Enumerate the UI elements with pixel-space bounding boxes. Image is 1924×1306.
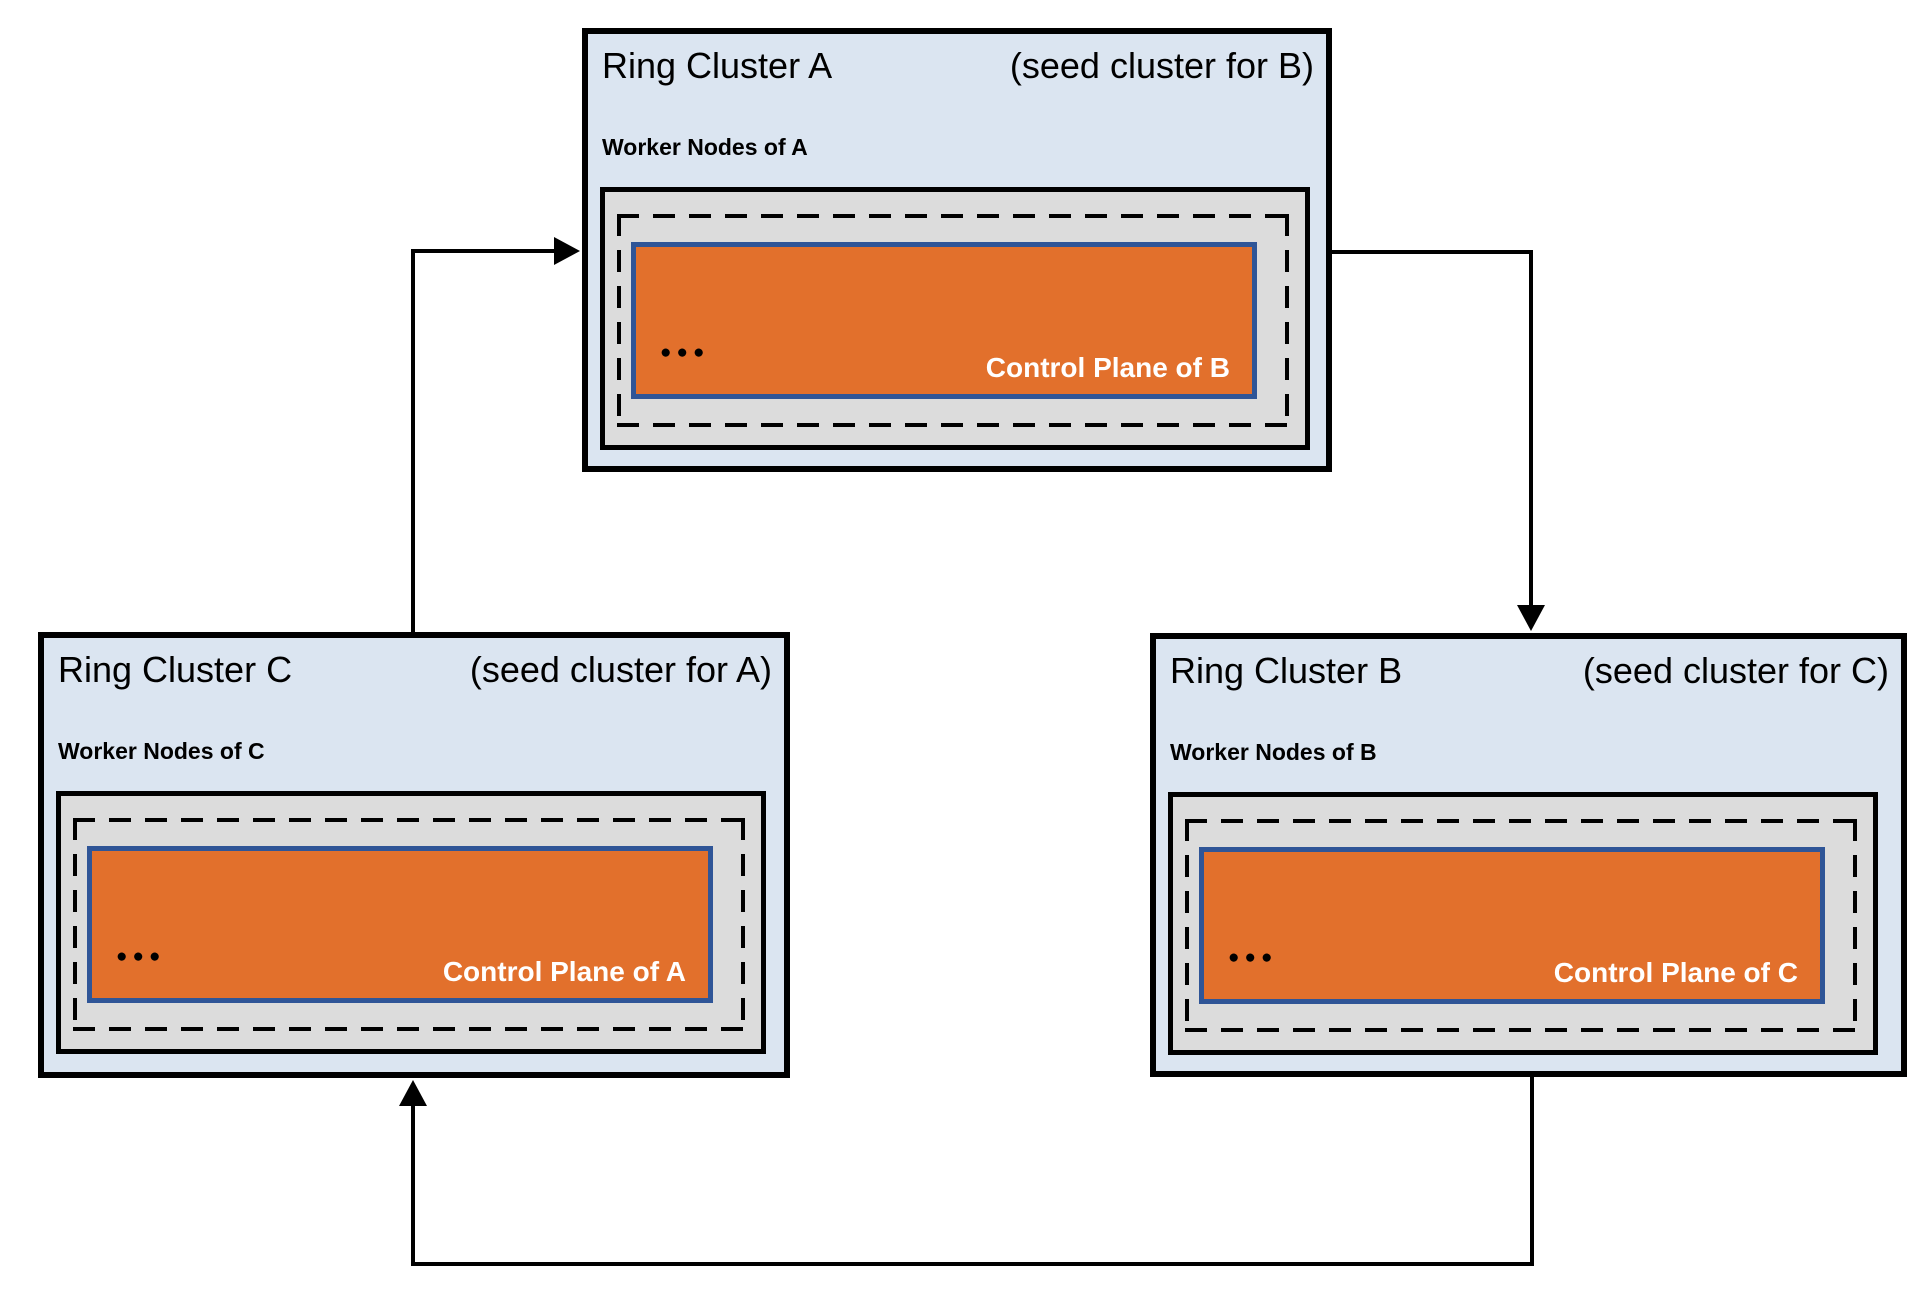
cluster-c-title: Ring Cluster C — [58, 649, 293, 690]
cluster-a-title: Ring Cluster A — [602, 45, 833, 86]
cluster-c-worker-nodes-box: ●●● Control Plane of A — [56, 791, 766, 1054]
cluster-c-control-plane-label: Control Plane of A — [442, 955, 686, 987]
ellipsis-dots: ●●● — [660, 342, 710, 363]
cluster-b-dashed-boundary: ●●● Control Plane of C — [1185, 819, 1857, 1032]
cluster-c: Ring Cluster C (seed cluster for A) Work… — [38, 632, 790, 1078]
cluster-b-control-plane-box: ●●● Control Plane of C — [1199, 847, 1825, 1004]
arrow-b-to-c-icon — [399, 1077, 1534, 1266]
cluster-b-worker-nodes-box: ●●● Control Plane of C — [1168, 792, 1878, 1055]
arrow-c-to-a-icon — [411, 237, 580, 632]
cluster-a-control-plane-label: Control Plane of B — [985, 351, 1230, 383]
cluster-a-seed-note: (seed cluster for B) — [1009, 45, 1314, 86]
cluster-a-worker-nodes-label: Worker Nodes of A — [602, 134, 808, 160]
cluster-a-title-row: Ring Cluster A (seed cluster for B) — [602, 44, 1314, 88]
cluster-a-worker-nodes-box: ●●● Control Plane of B — [600, 187, 1310, 450]
cluster-a: Ring Cluster A (seed cluster for B) Work… — [582, 28, 1332, 472]
cluster-b: Ring Cluster B (seed cluster for C) Work… — [1150, 633, 1907, 1077]
cluster-b-title-row: Ring Cluster B (seed cluster for C) — [1170, 649, 1889, 693]
arrow-a-to-b-icon — [1332, 250, 1545, 631]
cluster-c-dashed-boundary: ●●● Control Plane of A — [73, 818, 745, 1031]
cluster-a-dashed-boundary: ●●● Control Plane of B — [617, 214, 1289, 427]
ellipsis-dots: ●●● — [116, 946, 166, 967]
cluster-c-worker-nodes-label: Worker Nodes of C — [58, 738, 265, 764]
cluster-c-control-plane-box: ●●● Control Plane of A — [87, 846, 713, 1003]
cluster-b-title: Ring Cluster B — [1170, 650, 1403, 691]
cluster-b-control-plane-label: Control Plane of C — [1553, 956, 1798, 988]
cluster-c-seed-note: (seed cluster for A) — [469, 649, 772, 690]
cluster-b-seed-note: (seed cluster for C) — [1582, 650, 1889, 691]
ellipsis-dots: ●●● — [1228, 947, 1278, 968]
cluster-a-control-plane-box: ●●● Control Plane of B — [631, 242, 1257, 399]
cluster-b-worker-nodes-label: Worker Nodes of B — [1170, 739, 1377, 765]
cluster-c-title-row: Ring Cluster C (seed cluster for A) — [58, 648, 772, 692]
